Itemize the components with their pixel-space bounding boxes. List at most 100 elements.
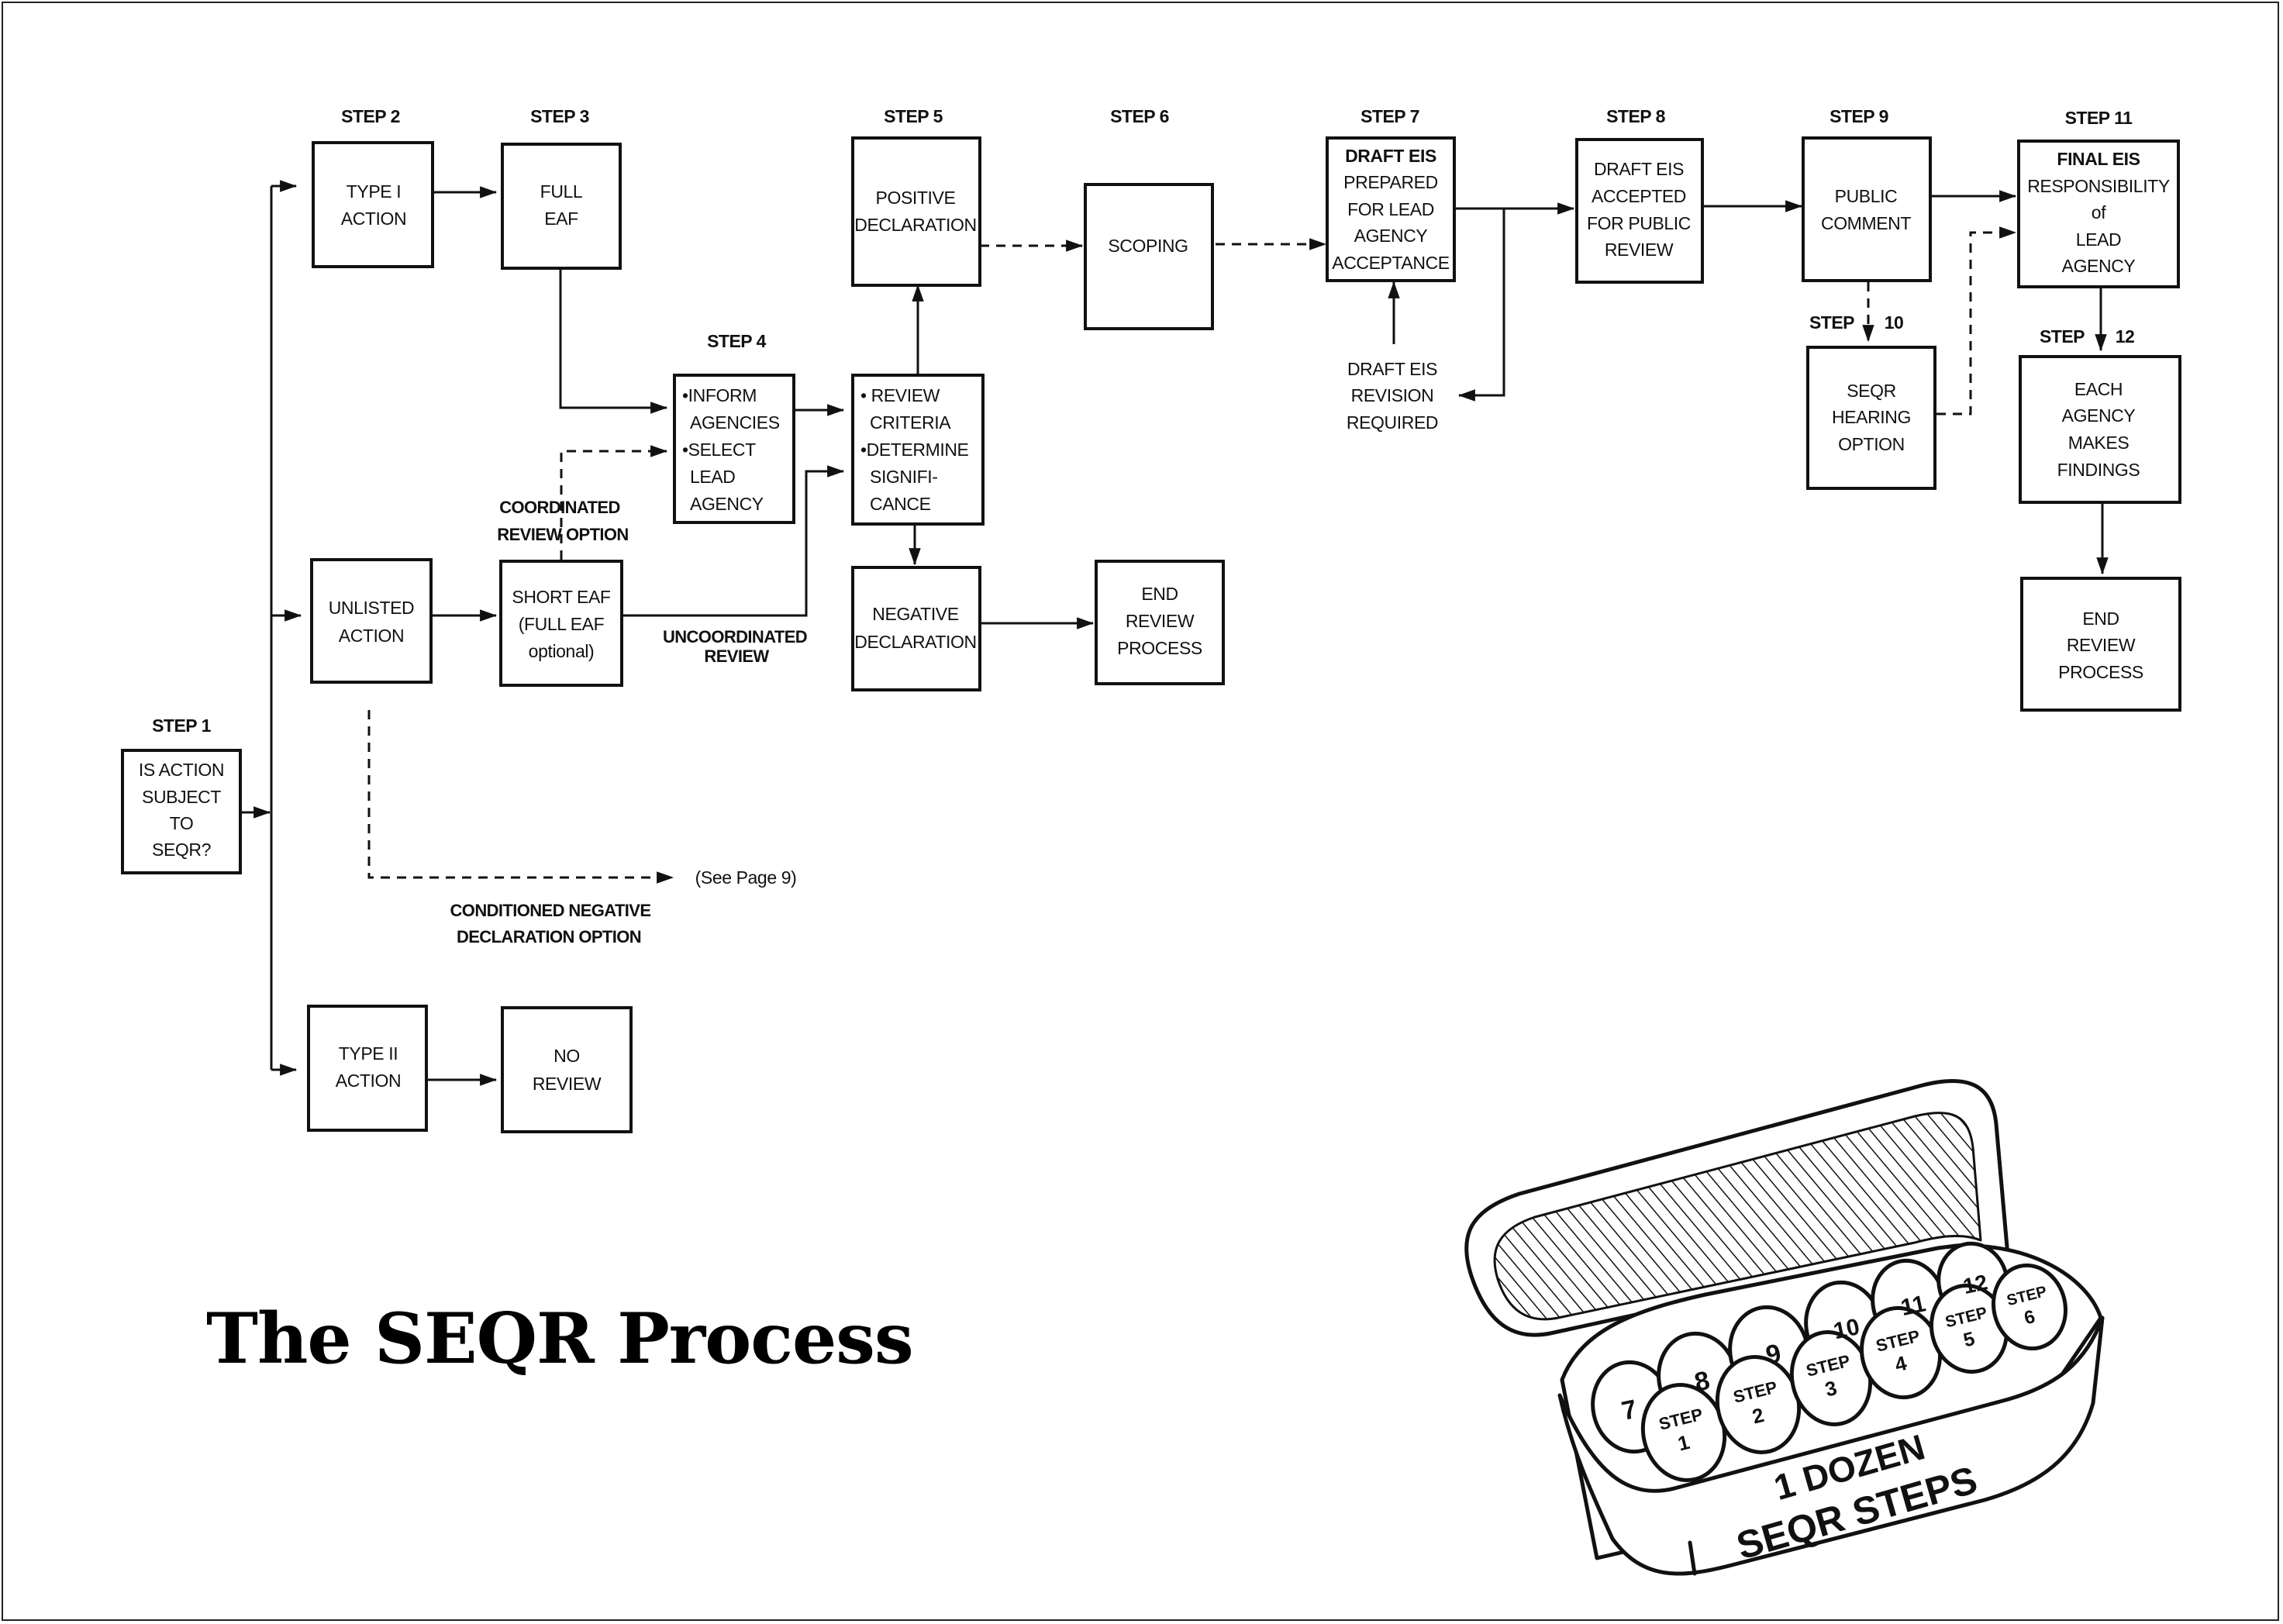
box-end-review-2-line-2: REVIEW — [2067, 635, 2136, 655]
draft-revision-line-1: DRAFT EIS — [1347, 359, 1437, 379]
box-findings-line-2: AGENCY — [2062, 405, 2136, 426]
box-unlisted-line-2: ACTION — [339, 626, 405, 646]
box-review-line-2: CRITERIA — [870, 412, 951, 433]
box-type2-action — [309, 1006, 426, 1130]
coordinated-note-line-1: COORDINATED — [499, 498, 620, 517]
box-step1-line-1: IS ACTION — [139, 760, 224, 780]
draft-revision-line-2: REVISION — [1351, 385, 1434, 405]
box-draft-eis-line-4: AGENCY — [1354, 226, 1428, 246]
box-review-line-3: •DETERMINE — [860, 440, 969, 460]
egg-12-label: 12 — [1961, 1270, 1990, 1298]
page-title: The SEQR Process — [206, 1298, 913, 1380]
box-full-eaf-line-1: FULL — [540, 181, 583, 202]
step-10-label-a: STEP — [1809, 312, 1854, 333]
box-scoping-line-1: SCOPING — [1108, 236, 1188, 256]
conditioned-note-line-1: CONDITIONED NEGATIVE — [450, 901, 651, 920]
box-short-eaf-line-2: (FULL EAF — [519, 614, 605, 634]
box-positive-declaration — [853, 138, 980, 285]
step-7-label: STEP 7 — [1360, 106, 1419, 126]
step-3-label: STEP 3 — [530, 106, 589, 126]
box-end-review-2-line-3: PROCESS — [2058, 662, 2143, 682]
box-hearing-line-3: OPTION — [1838, 434, 1905, 454]
box-step4-line-1: •INFORM — [682, 385, 757, 405]
box-step1-line-4: SEQR? — [152, 840, 211, 860]
box-final-eis-line-5: AGENCY — [2062, 256, 2136, 276]
box-findings-line-3: MAKES — [2068, 433, 2130, 453]
box-public-comment-line-1: PUBLIC — [1835, 186, 1898, 206]
box-public-comment-line-2: COMMENT — [1821, 213, 1911, 233]
box-draft-eis-line-3: FOR LEAD — [1347, 199, 1434, 219]
box-hearing-line-2: HEARING — [1832, 407, 1911, 427]
box-step1-line-3: TO — [170, 813, 194, 833]
box-end-review-1-line-3: PROCESS — [1117, 638, 1202, 658]
step-8-label: STEP 8 — [1606, 106, 1666, 126]
box-unlisted-action — [312, 560, 431, 682]
box-positive-line-1: POSITIVE — [876, 188, 956, 208]
box-findings-line-4: FINDINGS — [2057, 460, 2140, 480]
step-9-label: STEP 9 — [1830, 106, 1888, 126]
box-type1-line-1: TYPE I — [347, 181, 401, 202]
conditioned-note-line-2: DECLARATION OPTION — [457, 927, 641, 946]
box-draft-eis-line-2: PREPARED — [1343, 172, 1438, 192]
step-6-label: STEP 6 — [1110, 106, 1169, 126]
see-page-note: (See Page 9) — [695, 867, 797, 888]
box-draft-accepted-line-1: DRAFT EIS — [1594, 159, 1684, 179]
box-step4-line-2: AGENCIES — [690, 412, 780, 433]
step-12-label-b: 12 — [2116, 326, 2135, 347]
box-review-line-4: SIGNIFI- — [870, 467, 938, 487]
box-public-comment — [1803, 138, 1930, 281]
box-negative-declaration — [853, 567, 980, 690]
step-2-label: STEP 2 — [341, 106, 400, 126]
box-step1-line-2: SUBJECT — [142, 787, 221, 807]
box-step4-line-5: AGENCY — [690, 494, 764, 514]
box-positive-line-2: DECLARATION — [854, 215, 976, 235]
coordinated-note-line-2: REVIEW OPTION — [497, 525, 628, 544]
box-full-eaf — [502, 144, 620, 268]
step-1-label: STEP 1 — [152, 715, 212, 736]
box-no-review-line-1: NO — [554, 1046, 580, 1066]
uncoordinated-note-line-2: REVIEW — [704, 646, 769, 666]
box-scoping — [1085, 184, 1212, 329]
box-review-line-5: CANCE — [870, 494, 931, 514]
box-full-eaf-line-2: EAF — [544, 209, 578, 229]
box-no-review — [502, 1008, 631, 1132]
box-final-eis-line-2: RESPONSIBILITY — [2027, 176, 2170, 196]
step-5-label: STEP 5 — [884, 106, 943, 126]
box-unlisted-line-1: UNLISTED — [329, 598, 415, 618]
box-end-review-2-line-1: END — [2082, 609, 2119, 629]
egg-10-label: 10 — [1831, 1314, 1862, 1344]
box-final-eis-line-3: of — [2092, 202, 2106, 222]
box-no-review-line-2: REVIEW — [533, 1074, 602, 1094]
step-12-label-a: STEP — [2040, 326, 2085, 347]
box-draft-accepted-line-3: FOR PUBLIC — [1587, 213, 1691, 233]
box-draft-eis-line-5: ACCEPTANCE — [1332, 253, 1450, 273]
box-end-review-1-line-1: END — [1141, 584, 1178, 604]
box-draft-accepted-line-2: ACCEPTED — [1592, 186, 1686, 206]
egg-11-label: 11 — [1898, 1291, 1928, 1321]
box-draft-accepted-line-4: REVIEW — [1605, 240, 1674, 260]
box-short-eaf-line-3: optional) — [529, 641, 595, 661]
step-10-label-b: 10 — [1885, 312, 1904, 333]
box-step4-line-4: LEAD — [690, 467, 735, 487]
box-short-eaf-line-1: SHORT EAF — [512, 587, 611, 607]
box-negative-line-1: NEGATIVE — [872, 604, 958, 624]
box-type1-line-2: ACTION — [341, 209, 407, 229]
step-4-label: STEP 4 — [707, 331, 767, 351]
box-hearing-line-1: SEQR — [1847, 381, 1896, 401]
box-findings-line-1: EACH — [2074, 379, 2123, 399]
box-type2-line-2: ACTION — [336, 1071, 402, 1091]
step-11-label: STEP 11 — [2065, 108, 2133, 128]
box-draft-eis-line-1: DRAFT EIS — [1345, 146, 1436, 166]
draft-revision-line-3: REQUIRED — [1347, 412, 1438, 433]
process-boxes — [122, 138, 2180, 1132]
box-step4-line-3: •SELECT — [682, 440, 756, 460]
box-type2-line-1: TYPE II — [339, 1043, 398, 1064]
box-end-review-1-line-2: REVIEW — [1126, 611, 1195, 631]
uncoordinated-note-line-1: UNCOORDINATED — [663, 627, 807, 646]
box-final-eis-line-1: FINAL EIS — [2057, 149, 2140, 169]
box-negative-line-2: DECLARATION — [854, 632, 976, 652]
box-review-line-1: • REVIEW — [860, 385, 940, 405]
box-final-eis-line-4: LEAD — [2076, 229, 2121, 250]
box-type1-action — [313, 143, 433, 267]
